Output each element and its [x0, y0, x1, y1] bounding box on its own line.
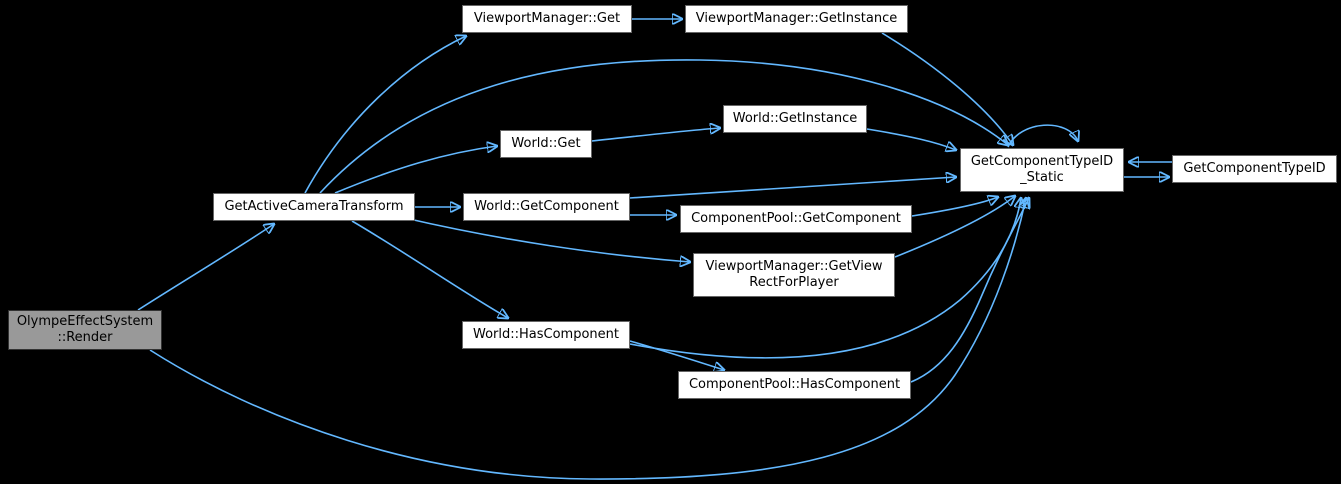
node-world-get-component[interactable]: World::GetComponent: [463, 193, 630, 221]
edge-render-to-gact: [137, 224, 274, 311]
node-component-pool-get-component[interactable]: ComponentPool::GetComponent: [680, 205, 912, 233]
node-world-get[interactable]: World::Get: [500, 130, 592, 158]
node-get-active-camera-transform[interactable]: GetActiveCameraTransform: [213, 193, 415, 221]
node-get-component-type-id[interactable]: GetComponentTypeID: [1172, 155, 1337, 183]
edge-cphc-to-gctis: [910, 198, 1029, 383]
edge-wget-to-wgi: [591, 128, 720, 142]
node-world-has-component[interactable]: World::HasComponent: [462, 321, 630, 349]
edge-render-to-gctis: [149, 198, 1026, 480]
node-component-pool-has-component[interactable]: ComponentPool::HasComponent: [678, 371, 911, 399]
edge-gctis-self-loop: [1007, 124, 1078, 148]
edge-cpgc-to-gctis: [911, 197, 998, 217]
edge-gact-to-vmget: [304, 36, 466, 194]
edge-gact-to-vmgvr: [404, 217, 690, 262]
edge-gact-to-wget: [334, 146, 497, 194]
edge-vmgi-to-gctis: [881, 32, 1013, 145]
edge-wgi-to-gctis: [866, 128, 956, 150]
edge-wgc-to-gctis: [629, 177, 956, 199]
edge-gact-to-gctis: [319, 59, 1008, 194]
node-olympe-effect-system-render: OlympeEffectSystem ::Render: [8, 310, 162, 350]
node-get-component-type-id-static[interactable]: GetComponentTypeID _Static: [960, 148, 1124, 192]
node-world-get-instance[interactable]: World::GetInstance: [723, 105, 867, 133]
node-viewport-manager-get[interactable]: ViewportManager::Get: [462, 5, 632, 33]
edge-vmgvr-to-gctis: [894, 196, 1015, 258]
node-viewport-manager-get-view-rect-for-player[interactable]: ViewportManager::GetView RectForPlayer: [693, 253, 895, 297]
edge-gact-to-whc: [351, 220, 508, 318]
node-viewport-manager-get-instance[interactable]: ViewportManager::GetInstance: [685, 5, 908, 33]
edge-whc-to-cphc: [629, 340, 724, 370]
